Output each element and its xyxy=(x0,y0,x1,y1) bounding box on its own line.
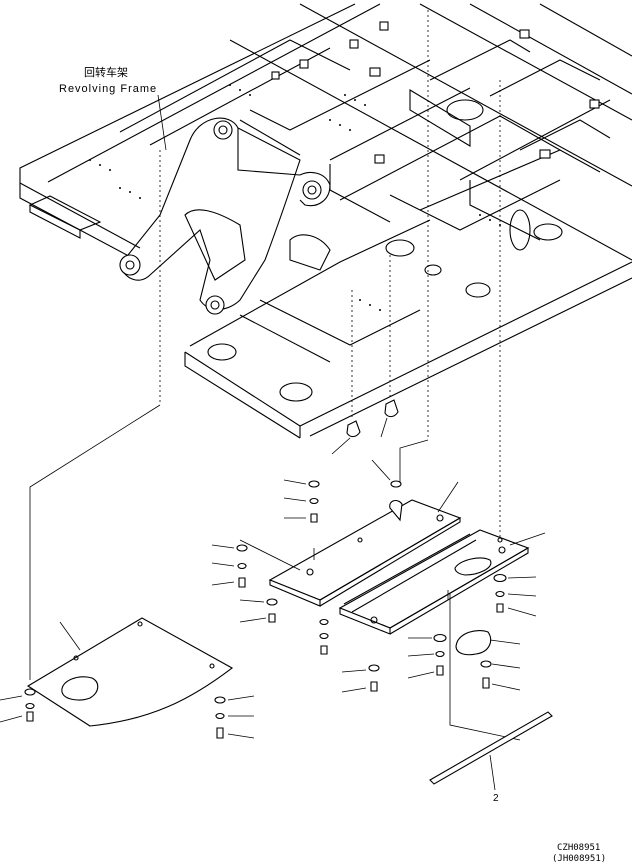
drawing-code: CZH08951 xyxy=(557,843,600,853)
callout-number-2: 2 xyxy=(493,793,499,804)
revolving-frame xyxy=(19,3,632,439)
center-cover-plate xyxy=(239,481,462,607)
frame-label-chinese: 回转车架 xyxy=(84,65,128,79)
left-under-cover xyxy=(26,617,234,727)
trim-strip xyxy=(429,711,553,791)
bolts-and-washers xyxy=(0,459,537,739)
assembly-leader-lines xyxy=(29,10,521,741)
drawing-code-alt: (JH008951) xyxy=(552,854,606,863)
right-cover-plate xyxy=(338,529,546,635)
round-cover xyxy=(455,629,521,656)
pin-parts xyxy=(331,399,399,455)
frame-label-english: Revolving Frame xyxy=(59,83,157,95)
